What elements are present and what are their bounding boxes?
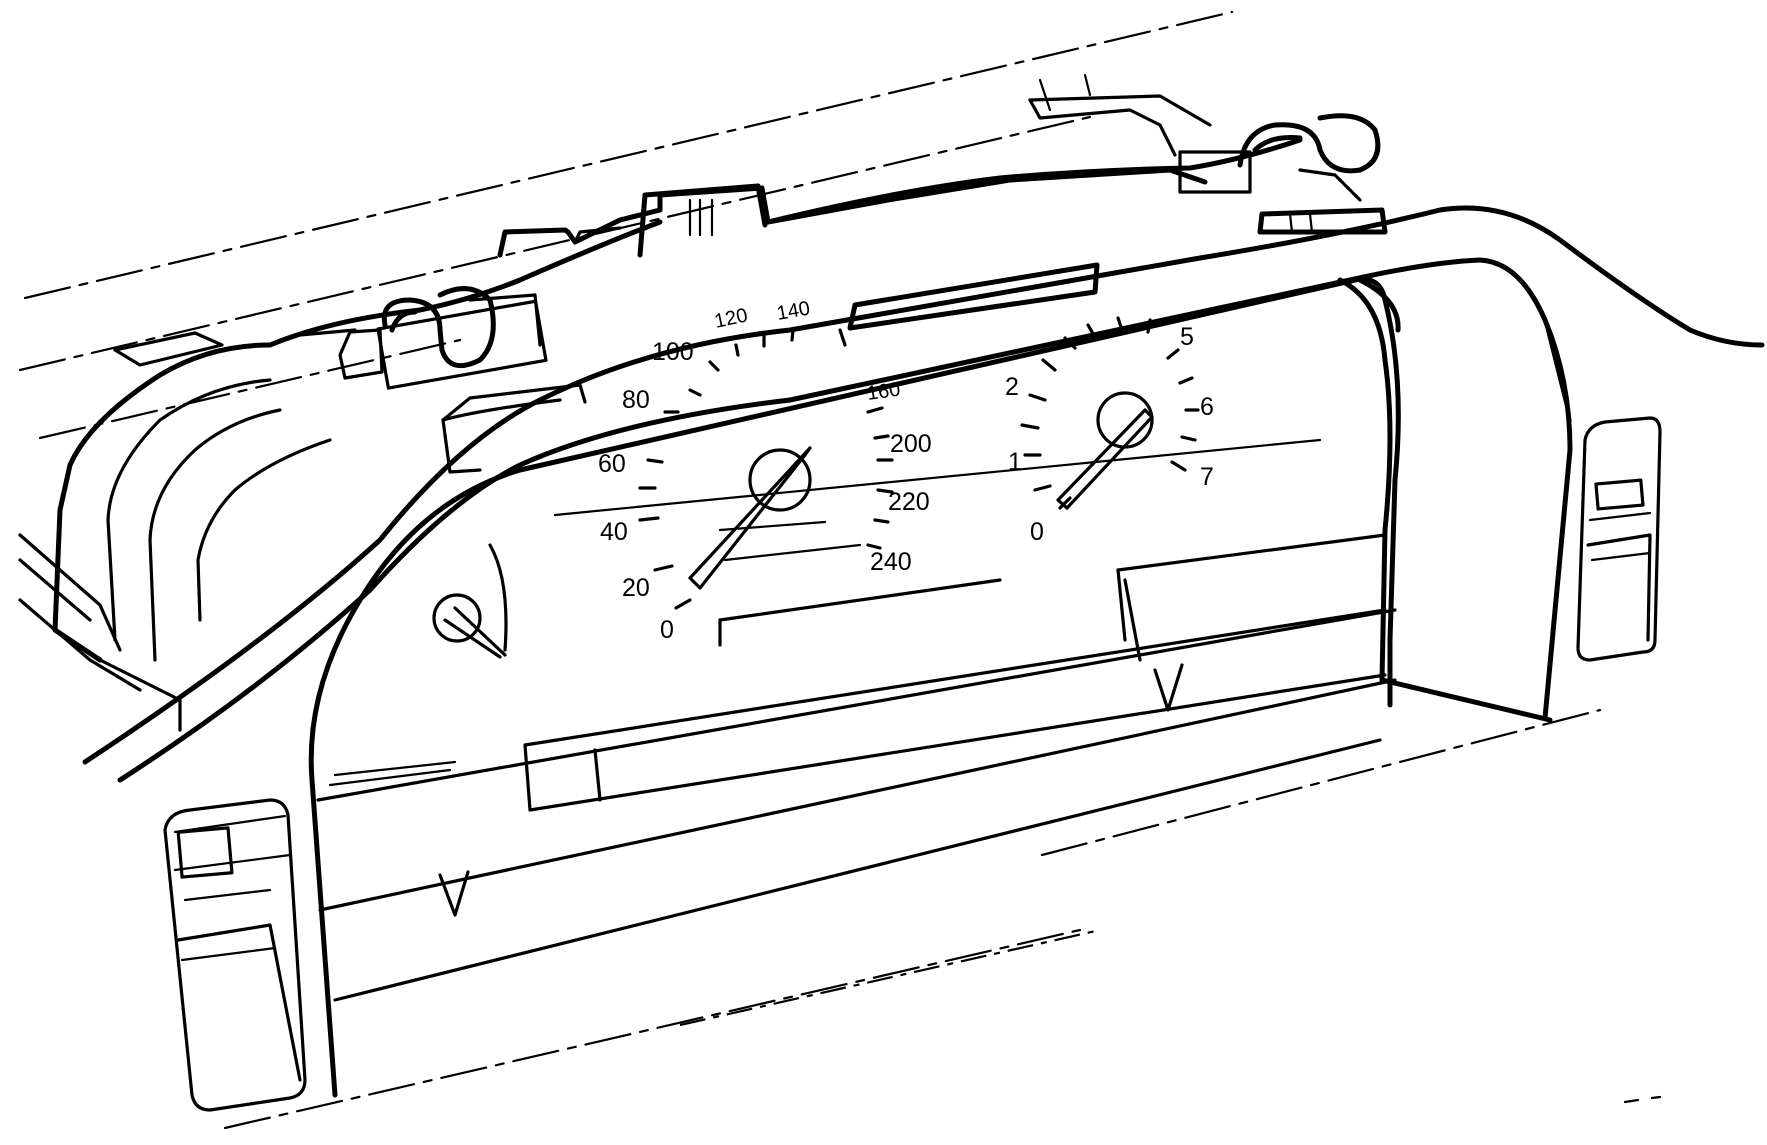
speedo-label-140: 140: [775, 297, 812, 324]
tachometer: 0 1 2 5 6 7: [1005, 316, 1214, 546]
speedometer-needle: [688, 446, 812, 590]
tacho-label-6: 6: [1200, 393, 1214, 421]
fuel-gauge: [432, 543, 508, 659]
speedo-label-100: 100: [652, 338, 694, 366]
speedo-label-20: 20: [622, 574, 650, 602]
wiring-harness: [267, 73, 1388, 390]
speedo-label-200: 200: [890, 430, 932, 458]
speedometer: 0 20 40 60 80 100 120 140 160 200 220 24…: [598, 297, 932, 644]
background-lines: [18, 10, 1662, 1130]
right-switch-panel: [1576, 416, 1662, 662]
tachometer-needle: [1056, 408, 1154, 510]
cluster-bezel: [308, 276, 1553, 1098]
speedo-label-80: 80: [622, 386, 650, 414]
speedo-label-0: 0: [660, 616, 674, 644]
tachometer-hub: [1096, 391, 1154, 449]
tacho-label-7: 7: [1200, 463, 1214, 491]
tacho-label-2: 2: [1005, 373, 1019, 401]
dashboard-shroud: [82, 205, 1765, 783]
speedo-label-240: 240: [870, 548, 912, 576]
speedo-label-160: 160: [866, 379, 902, 405]
speedometer-hub: [748, 448, 812, 512]
tacho-label-0: 0: [1030, 518, 1044, 546]
speedo-label-220: 220: [888, 488, 930, 516]
speedo-label-60: 60: [598, 450, 626, 478]
speedo-label-120: 120: [712, 304, 749, 332]
tacho-label-1: 1: [1008, 448, 1022, 476]
left-switch-panel: [163, 798, 307, 1112]
tacho-label-5: 5: [1180, 323, 1194, 351]
speedo-label-40: 40: [600, 518, 628, 546]
